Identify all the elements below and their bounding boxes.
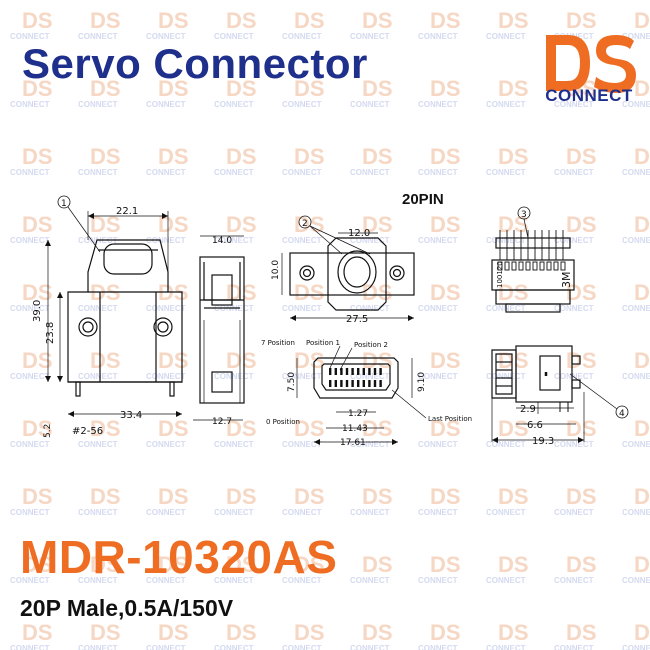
product-spec: 20P Male,0.5A/150V xyxy=(20,595,234,621)
connector-pin xyxy=(357,380,360,387)
top-height-label: 10.0 xyxy=(271,260,281,280)
pcb-contact xyxy=(560,261,566,271)
page-title: Servo Connector xyxy=(22,40,368,87)
pcb-contact xyxy=(553,261,559,271)
pin-length-label: 5.2 xyxy=(43,424,53,438)
connector-pin xyxy=(340,380,343,387)
connector-pin xyxy=(368,380,371,387)
top-view: 12.0 10.0 27.5 2 xyxy=(271,215,415,325)
front-base-label: 33.4 xyxy=(120,410,142,421)
pcb-contact xyxy=(546,261,552,271)
pcb-brand-label: 3M xyxy=(560,272,573,289)
connector-pin xyxy=(329,380,332,387)
pcb-contact xyxy=(532,261,538,271)
connector-pin xyxy=(379,368,382,375)
connector-pin xyxy=(334,380,337,387)
connector-pin xyxy=(362,368,365,375)
position-7-label: 7 Position xyxy=(261,339,295,347)
model-number: MDR-10320AS xyxy=(20,531,338,583)
pcb-contact xyxy=(511,261,517,271)
pcb-side-view: 2.9 6.6 19.3 4 xyxy=(491,345,629,447)
connector-pin xyxy=(345,368,349,375)
side-bottom-label: 12.7 xyxy=(212,417,232,427)
front-view: 22.1 39.0 23.8 33.4 #2-56 5.2 1 xyxy=(32,195,183,438)
top-width-label: 12.0 xyxy=(348,228,370,239)
pcb-dim-1-label: 2.9 xyxy=(520,404,536,415)
connector-pin xyxy=(357,368,360,375)
connector-pin xyxy=(340,368,343,375)
pcb-code-label: 100120 xyxy=(496,261,504,288)
connector-pin xyxy=(379,380,382,387)
callout-3: 3 xyxy=(521,210,527,220)
pcb-contact xyxy=(539,261,545,271)
pcb-contact xyxy=(497,261,503,271)
pin-count-label: 20PIN xyxy=(402,191,444,208)
screw-label: #2-56 xyxy=(72,426,103,437)
position-2-label: Position 2 xyxy=(354,341,388,349)
top-total-label: 27.5 xyxy=(346,314,368,325)
pcb-contact xyxy=(525,261,531,271)
pcb-dim-2-label: 6.6 xyxy=(527,420,543,431)
connector-pin xyxy=(373,368,377,375)
pcb-contact xyxy=(504,261,510,271)
pcb-dim-3-label: 19.3 xyxy=(532,436,554,447)
pcb-contact xyxy=(518,261,524,271)
connector-pin xyxy=(345,380,349,387)
position-0-label: 0 Position xyxy=(266,418,300,426)
side-top-label: 14.0 xyxy=(212,236,232,246)
front-width-label: 22.1 xyxy=(116,206,138,217)
connector-pin xyxy=(351,380,354,387)
side-view: 14.0 12.7 xyxy=(193,235,245,427)
last-position-label: Last Position xyxy=(428,415,472,423)
face-height-left-label: 7.50 xyxy=(287,372,297,392)
connector-pin xyxy=(329,368,332,375)
connector-pin xyxy=(373,380,377,387)
logo-word: CONNECT xyxy=(545,86,633,105)
front-height-label: 39.0 xyxy=(32,300,43,322)
dimension-arrows xyxy=(45,213,584,445)
connector-pin xyxy=(362,380,365,387)
front-body-label: 23.8 xyxy=(45,322,56,344)
connector-pin xyxy=(368,368,371,375)
connector-face-view: 7 Position Position 1 Position 2 0 Posit… xyxy=(261,339,472,448)
callout-1: 1 xyxy=(61,199,67,209)
pcb-connector-view: 100120 3M 3 xyxy=(491,206,575,313)
callout-4: 4 xyxy=(619,409,625,419)
pitch-label: 1.27 xyxy=(348,409,368,419)
connector-pin xyxy=(351,368,354,375)
connector-pin xyxy=(334,368,337,375)
ds-connect-logo xyxy=(546,35,636,93)
span-2-label: 17.61 xyxy=(340,438,366,448)
callout-2: 2 xyxy=(302,219,308,229)
position-1-label: Position 1 xyxy=(306,339,340,347)
face-height-right-label: 9.10 xyxy=(417,372,427,392)
span-1-label: 11.43 xyxy=(342,424,368,434)
